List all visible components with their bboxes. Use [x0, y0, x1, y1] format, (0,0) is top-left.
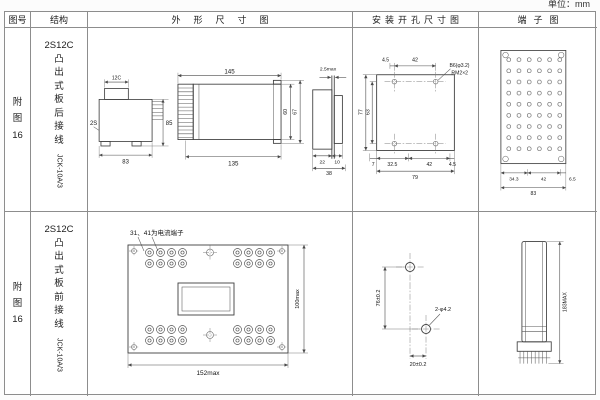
- figure-number: 附 图 16: [12, 97, 23, 141]
- hole-diameter-label: 2-φ4.2: [435, 307, 451, 313]
- unit-label: 单位：mm: [548, 0, 590, 9]
- thread-spec-label: RM2×2: [451, 70, 468, 76]
- install-hole-drawing: 4.5 42 B6(φ3.2) RM2×2 77 63 7 32.5 42 4.…: [358, 57, 469, 181]
- dim-135: 135: [228, 160, 239, 167]
- structure-label: 凸 出 式 板 后 接 线: [54, 54, 64, 146]
- dim-145: 145: [224, 69, 235, 76]
- model-label: 2S12C: [44, 224, 74, 235]
- dim-77: 77: [358, 109, 364, 115]
- dim-42-bottom: 42: [426, 162, 432, 168]
- dim-60: 60: [283, 109, 289, 115]
- structure-label: 凸 出 式 板 前 接 线: [54, 238, 64, 330]
- dim-4-5-top: 4.5: [381, 57, 388, 63]
- structure-cell-row1: 2S12C 凸 出 式 板 后 接 线 JCK-10A/3: [31, 28, 88, 212]
- relay-side-profile-drawing: 183MAX: [516, 241, 568, 364]
- install-cell-row1: 4.5 42 B6(φ3.2) RM2×2 77 63 7 32.5 42 4.…: [353, 28, 479, 212]
- dim-32-5: 32.5: [387, 162, 397, 168]
- model-code: JCK-10A/3: [55, 338, 63, 373]
- outline-cell-row1: 12C 2S 83 85 145: [88, 28, 353, 212]
- dim-height-85: 85: [165, 121, 172, 127]
- figure-number-cell-row2: 附 图 16: [5, 212, 31, 396]
- col-header-terminal: 端子图: [479, 12, 597, 28]
- dim-152max: 152max: [196, 370, 220, 377]
- front-wiring-plate-drawing: 31、41为电流端子 152max 100m: [127, 228, 308, 377]
- dim-7: 7: [371, 162, 374, 168]
- install-hole-drawing-row2: 76±0.2 2-φ4.2 20±0.2: [376, 253, 451, 368]
- dim-183max: 183MAX: [562, 292, 568, 312]
- col-header-install: 安装开孔尺寸图: [353, 12, 479, 28]
- outline-cell-row2: 31、41为电流端子 152max 100m: [88, 212, 353, 396]
- col-header-fig-no: 图号: [5, 12, 31, 28]
- terminal-cell-row2: 183MAX: [479, 212, 597, 396]
- dim-6-5: 6.5: [569, 176, 576, 182]
- terminal-cell-row1: 34.3 42 6.5 83: [479, 28, 597, 212]
- dim-width-83: 83: [122, 159, 129, 165]
- hole-spec-label: B6(φ3.2): [449, 62, 469, 68]
- hole-shapes: [395, 253, 440, 359]
- dim-12c: 12C: [111, 75, 121, 81]
- figure-number-cell-row1: 附 图 16: [5, 28, 31, 212]
- relay-side-view-drawing: 145 135 60 67: [177, 69, 304, 167]
- plate-shape: [127, 244, 289, 354]
- panel-section-drawing: 2.5max 22 10 38: [311, 67, 346, 176]
- cutout-shape: [375, 71, 455, 153]
- dim-100max: 100max: [295, 289, 301, 309]
- dim-22: 22: [319, 160, 325, 166]
- dim-38: 38: [326, 171, 332, 176]
- relay-front-view-drawing: 12C 2S 83 85: [90, 75, 173, 165]
- dim-76: 76±0.2: [376, 290, 382, 307]
- dim-63: 63: [365, 109, 371, 115]
- structure-cell-row2: 2S12C 凸 出 式 板 前 接 线 JCK-10A/3: [31, 212, 88, 396]
- dim-42-terminal: 42: [541, 176, 547, 182]
- dim-67: 67: [292, 109, 298, 115]
- dim-42-top: 42: [412, 57, 418, 63]
- install-cell-row2: 76±0.2 2-φ4.2 20±0.2: [353, 212, 479, 396]
- dim-10: 10: [334, 160, 340, 166]
- terminal-block-shape: [500, 49, 567, 164]
- front-view-shape: [93, 88, 163, 147]
- dim-79: 79: [412, 175, 418, 181]
- current-terminal-note: 31、41为电流端子: [130, 228, 184, 237]
- model-label: 2S12C: [44, 40, 74, 51]
- figure-number: 附 图 16: [12, 281, 23, 326]
- dim-2s: 2S: [90, 121, 97, 127]
- relay-body-shape: [516, 241, 552, 364]
- terminal-diagram-rear: 34.3 42 6.5 83: [500, 49, 576, 197]
- dim-83-terminal: 83: [531, 191, 537, 197]
- dim-4-5-bottom: 4.5: [448, 162, 455, 168]
- dim-20: 20±0.2: [409, 362, 426, 368]
- panel-section-shape: [311, 75, 343, 159]
- col-header-outline: 外形尺寸图: [88, 12, 353, 28]
- model-code: JCK-10A/3: [55, 154, 63, 189]
- dim-panel-thickness: 2.5max: [319, 67, 336, 73]
- dim-34-3: 34.3: [509, 176, 519, 182]
- side-view-shape: [177, 79, 282, 144]
- col-header-structure: 结构: [31, 12, 88, 28]
- spec-table: 图号 结构 外形尺寸图 安装开孔尺寸图 端子图 附 图 16 2S12C 凸 出…: [4, 11, 597, 396]
